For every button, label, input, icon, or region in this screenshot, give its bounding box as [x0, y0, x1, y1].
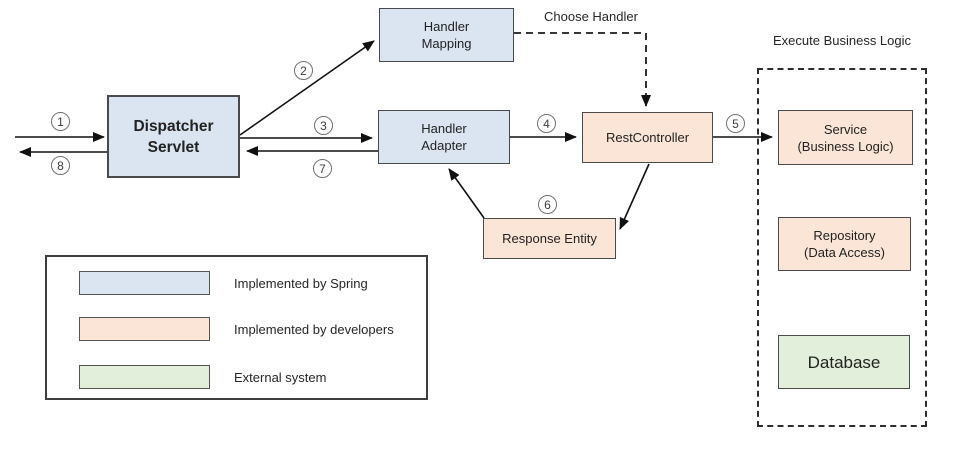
dispatcher-servlet-label-line1: Dispatcher: [133, 117, 214, 135]
step-badge-2: 2: [294, 61, 313, 80]
handler-mapping-label-line1: Handler: [423, 19, 470, 34]
service-label-line1: Service: [823, 121, 868, 137]
arrow-restcontroller-to-response-entity: [619, 163, 650, 230]
handler-adapter-label-line1: Handler: [421, 121, 467, 136]
service-node: Service (Business Logic): [778, 110, 913, 165]
execute-business-logic-label: Execute Business Logic: [772, 33, 912, 48]
rest-controller-node: RestController: [582, 112, 713, 163]
legend-swatch-spring: [79, 271, 210, 295]
legend-item-developers: Implemented by developers: [79, 317, 394, 341]
response-entity-label: Response Entity: [502, 231, 597, 246]
step-badge-5: 5: [726, 114, 745, 133]
arrow-choose-handler-dashed: [514, 32, 651, 107]
arrow-step2-to-handler-mapping: [239, 40, 375, 136]
legend-swatch-external: [79, 365, 210, 389]
handler-mapping-node: Handler Mapping: [379, 8, 514, 62]
choose-handler-label: Choose Handler: [544, 9, 638, 24]
legend-label-spring: Implemented by Spring: [234, 275, 368, 291]
step-badge-4: 4: [537, 114, 556, 133]
handler-adapter-node: Handler Adapter: [378, 110, 510, 164]
legend-item-external: External system: [79, 365, 326, 389]
step-badge-7: 7: [313, 159, 332, 178]
response-entity-node: Response Entity: [483, 218, 616, 259]
repository-node: Repository (Data Access): [778, 217, 911, 271]
database-node: Database: [778, 335, 910, 389]
legend-label-developers: Implemented by developers: [234, 321, 394, 337]
service-label-line2: (Business Logic): [797, 138, 894, 154]
step-badge-1: 1: [51, 112, 70, 131]
step-badge-8: 8: [51, 156, 70, 175]
step-badge-3: 3: [314, 116, 333, 135]
rest-controller-label: RestController: [605, 130, 690, 145]
legend-swatch-developers: [79, 317, 210, 341]
repository-label-line2: (Data Access): [804, 245, 885, 260]
dispatcher-servlet-node: Dispatcher Servlet: [107, 95, 240, 178]
step-badge-6: 6: [538, 195, 557, 214]
handler-adapter-label-line2: Adapter: [421, 138, 467, 153]
legend: Implemented by Spring Implemented by dev…: [45, 255, 428, 400]
database-label: Database: [807, 352, 881, 372]
arrow-step6-response-entity-to-adapter: [448, 168, 485, 219]
repository-label-line1: Repository: [813, 228, 876, 243]
dispatcher-servlet-label-line2: Servlet: [147, 138, 200, 156]
execute-business-logic-region: [757, 68, 927, 427]
handler-mapping-label-line2: Mapping: [421, 36, 472, 51]
legend-item-spring: Implemented by Spring: [79, 271, 368, 295]
legend-label-external: External system: [234, 369, 327, 385]
